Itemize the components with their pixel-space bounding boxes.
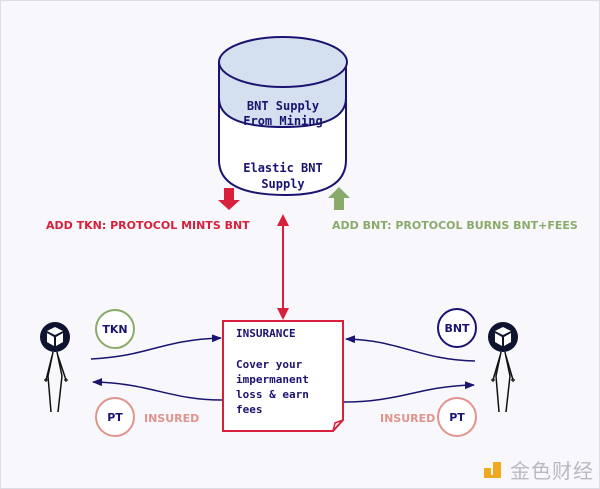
cylinder-top-ellipse <box>218 36 348 88</box>
right-user-figure <box>488 322 518 413</box>
insured-left-label: INSURED <box>144 412 199 425</box>
bancor-logo-head-icon <box>488 322 518 352</box>
pt-left-token: PT <box>95 397 135 437</box>
cylinder-top-label-2: From Mining <box>243 114 322 128</box>
bnt-supply-cylinder: BNT Supply From Mining Elastic BNT Suppl… <box>218 36 348 197</box>
burn-up-arrow-icon <box>328 187 350 210</box>
bancor-logo-head-icon <box>40 322 70 352</box>
pt-left-flow-arrow <box>92 378 223 401</box>
insurance-line-3: loss & earn <box>236 388 309 401</box>
mint-annotation: ADD TKN: PROTOCOL MINTS BNT <box>46 219 250 232</box>
insurance-line-2: impermanent <box>236 373 309 386</box>
bnt-token: BNT <box>437 308 477 348</box>
tkn-flow-arrow <box>90 334 222 360</box>
tkn-token: TKN <box>95 309 135 349</box>
burn-annotation: ADD BNT: PROTOCOL BURNS BNT+FEES <box>332 219 578 232</box>
svg-text:PT: PT <box>107 411 123 424</box>
jinse-logo-icon <box>484 460 504 480</box>
watermark-logo: 金色财经 <box>484 455 594 484</box>
cylinder-top-label-1: BNT Supply <box>247 99 319 113</box>
svg-text:PT: PT <box>449 411 465 424</box>
svg-text:BNT: BNT <box>444 322 470 335</box>
pt-right-token: PT <box>437 397 477 437</box>
insurance-line-4: fees <box>236 403 263 416</box>
cylinder-bottom-label-1: Elastic BNT <box>243 161 322 175</box>
insurance-line-1: Cover your <box>236 358 303 371</box>
svg-text:TKN: TKN <box>102 323 127 336</box>
pt-right-flow-arrow <box>343 381 475 403</box>
insured-right-label: INSURED <box>380 412 435 425</box>
bnt-flow-arrow <box>345 335 476 362</box>
left-user-figure <box>40 322 70 413</box>
watermark-text: 金色财经 <box>510 459 594 483</box>
cylinder-bottom-label-2: Supply <box>261 177 304 191</box>
supply-insurance-connector <box>277 214 289 320</box>
mint-down-arrow-icon <box>218 188 240 210</box>
insurance-title: INSURANCE <box>236 327 296 340</box>
insurance-box: INSURANCE Cover your impermanent loss & … <box>222 320 344 432</box>
